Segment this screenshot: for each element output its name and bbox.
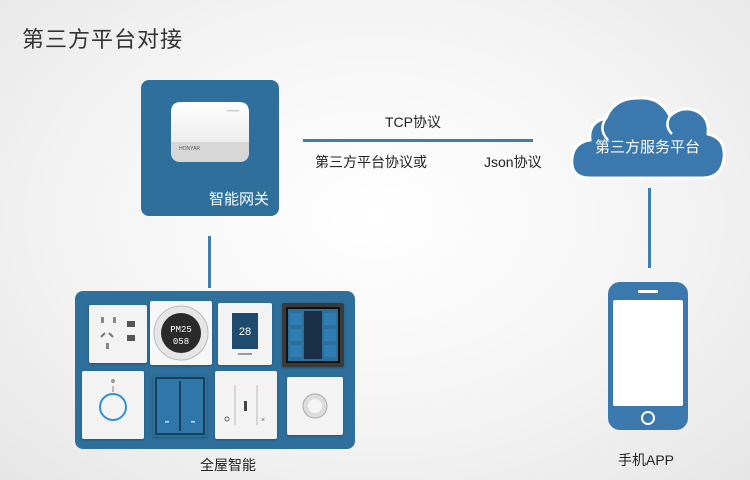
thermostat-device: 28 (232, 313, 258, 355)
blue-switch-tile (153, 375, 207, 437)
phone-label: 手机APP (618, 452, 675, 468)
gateway-label: 智能网关 (208, 191, 269, 208)
mobile-phone-icon (608, 282, 688, 430)
svg-text:×: × (261, 417, 265, 424)
white-switch-tile: × (215, 371, 277, 439)
thermostat-tile: 28 (218, 303, 272, 365)
touch-panel-tile (282, 303, 344, 367)
pm-value-text: 058 (173, 337, 189, 347)
gateway-brand-text: HONYAR (179, 146, 200, 152)
cloud-icon (570, 96, 726, 180)
motion-sensor-icon (302, 393, 328, 419)
air-monitor-device: PM25 058 (153, 305, 209, 361)
socket-panel-tile (89, 305, 147, 363)
cloud-phone-connector (648, 188, 651, 268)
gateway-cloud-connector (303, 139, 533, 142)
touch-panel-device (286, 307, 340, 363)
gateway-home-connector (208, 236, 211, 288)
page-title: 第三方平台对接 (22, 27, 184, 52)
tcp-protocol-label: TCP协议 (385, 114, 441, 130)
gateway-device-image: HONYAR (171, 102, 249, 162)
cloud-label: 第三方服务平台 (594, 139, 700, 156)
sensor-tile (287, 377, 343, 435)
socket-icon (100, 317, 135, 349)
smart-gateway-node: HONYAR 智能网关 (141, 80, 279, 216)
smart-home-devices-panel: PM25 058 28 (75, 291, 355, 449)
dimmer-icon (99, 379, 127, 421)
third-party-protocol-label: 第三方平台协议或 (315, 154, 427, 170)
blue-switch-icon (155, 377, 205, 435)
thermostat-value-text: 28 (239, 326, 251, 338)
dimmer-switch-tile (82, 371, 144, 439)
air-monitor-tile: PM25 058 (150, 301, 212, 365)
json-protocol-label: Json协议 (484, 154, 542, 170)
white-switch-icon: × (224, 385, 265, 425)
pm-display-text: PM25 (170, 325, 192, 335)
home-label: 全屋智能 (200, 457, 256, 473)
